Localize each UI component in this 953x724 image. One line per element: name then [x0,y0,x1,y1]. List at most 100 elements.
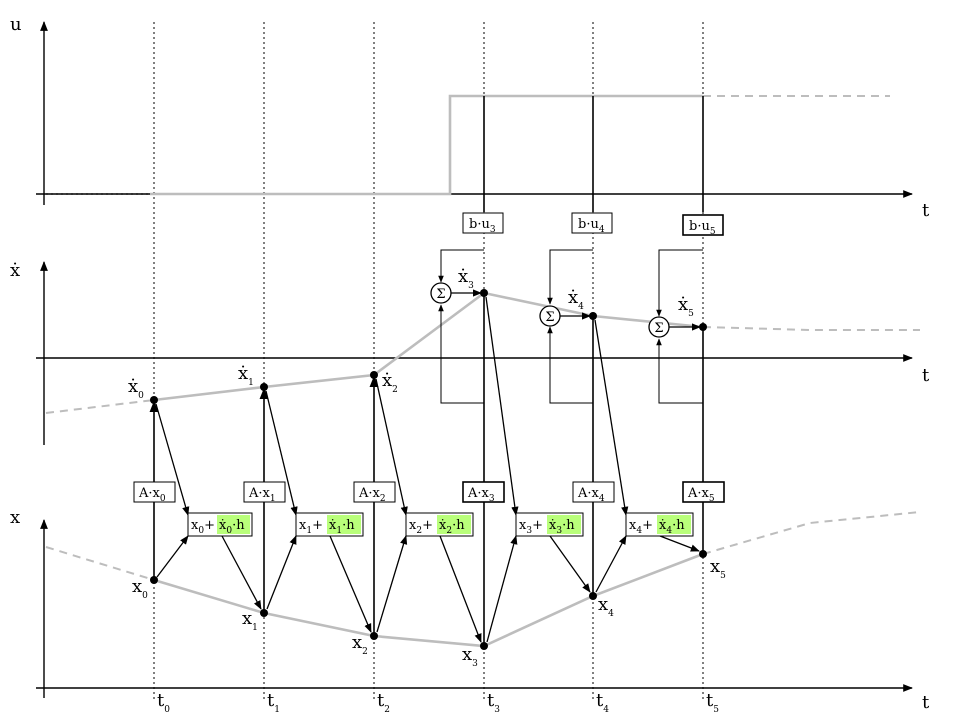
update-box-4: x4+ẋ4·h [625,512,694,537]
x-trajectory [45,511,921,648]
ax-box-4: A·x4 [572,481,615,504]
x-point-1 [260,609,268,617]
xdot-points [150,289,707,404]
xdot-axis-label: ẋ [10,260,20,281]
x-label-4: x4 [598,594,614,619]
x-label-3: x3 [462,644,478,669]
flow-x0-update [156,535,189,578]
svg-text:x4+ẋ4·h: x4+ẋ4·h [629,518,685,536]
xdot-label-5: ẋ5 [678,294,694,319]
feedback-ax5 [656,338,703,404]
svg-text:x3+ẋ3·h: x3+ẋ3·h [519,518,575,536]
x-trajectory-start [45,546,155,581]
xdot-trajectory-start [45,399,155,414]
flow-update3-x4 [549,535,591,593]
ax-box-1: A·x1 [243,481,286,504]
x-point-0 [150,576,158,584]
update-box-3: x3+ẋ3·h [515,512,584,537]
ax-box-3: A·x3 [462,481,505,504]
tick-t4: t4 [596,690,609,715]
x-time-label: t [922,692,930,713]
svg-text:b·u3: b·u3 [469,217,496,235]
xdot-label-1: ẋ1 [238,363,254,388]
flow-xdot4-update [594,319,629,516]
xdot-time-label: t [922,365,930,386]
tick-t3: t3 [487,690,500,715]
x-label-1: x1 [242,608,258,633]
feedback-bu5 [656,249,703,317]
xdot-trajectory-line [153,291,704,402]
xdot-label-4: ẋ4 [568,287,584,312]
flow-arrows [155,296,700,643]
xdot-point-labels: ẋ0 ẋ1 ẋ2 ẋ3 ẋ4 ẋ5 [128,266,694,401]
x-point-labels: x0 x1 x2 x3 x4 x5 [132,556,726,669]
svg-text:A·x5: A·x5 [687,486,715,504]
sum-feedback [438,249,703,404]
xdot-point-5 [699,323,707,331]
ax-boxes: A·x0 A·x1 A·x2 A·x3 A·x4 A·x5 [133,481,725,504]
u-time-label: t [922,200,930,221]
feedback-bu3 [438,249,484,283]
x-label-5: x5 [710,556,726,581]
x-point-4 [589,592,597,600]
flow-xdot0-update [155,403,190,516]
x-point-2 [370,632,378,640]
x-trajectory-continuation [702,511,921,555]
ax-box-5: A·x5 [682,481,725,504]
svg-text:A·x3: A·x3 [467,486,495,504]
xdot-point-0 [150,396,158,404]
xdot-label-0: ẋ0 [128,376,144,401]
x-point-5 [699,550,707,558]
flow-x1-update [266,535,297,610]
x-point-3 [480,642,488,650]
svg-text:x1+ẋ1·h: x1+ẋ1·h [299,518,355,536]
flow-x2-update [376,535,408,633]
update-box-2: x2+ẋ2·h [405,512,474,537]
ax-connectors [149,296,704,644]
svg-text:A·x1: A·x1 [248,486,276,504]
x-label-2: x2 [352,632,368,657]
sum-junctions: Σ Σ Σ [430,282,670,338]
ax-box-2: A·x2 [353,481,396,504]
axes [36,21,913,698]
svg-text:b·u4: b·u4 [578,217,605,235]
update-boxes: x0+ẋ0·h x1+ẋ1·h x2+ẋ2·h x3+ẋ3·h x4+ẋ4·h [187,512,694,537]
feedback-ax4 [547,326,593,404]
x-axis-label: x [10,507,20,528]
xdot-point-1 [260,383,268,391]
ax-box-0: A·x0 [133,481,176,504]
xdot-point-3 [480,289,488,297]
tick-t5: t5 [706,690,719,715]
flow-update0-x1 [221,535,262,610]
flow-xdot2-update [375,378,408,516]
xdot-label-3: ẋ3 [458,266,474,291]
bu-box-4: b·u4 [571,212,613,235]
input-signal [46,94,890,212]
sum-junction-4: Σ [539,305,561,327]
tick-t2: t2 [377,690,390,715]
svg-text:A·x0: A·x0 [138,486,166,504]
flow-x4-update [595,535,627,593]
flow-x3-update [486,535,518,643]
svg-text:A·x2: A·x2 [358,486,386,504]
svg-text:Σ: Σ [545,310,554,325]
time-tick-labels: t0 t1 t2 t3 t4 t5 [157,690,719,715]
flow-update2-x3 [439,535,482,643]
sum-junction-3: Σ [430,282,452,304]
sum-junction-5: Σ [648,316,670,338]
update-box-1: x1+ẋ1·h [295,512,364,537]
svg-text:A·x4: A·x4 [577,486,605,504]
bu-boxes: b·u3 b·u4 b·u5 [462,212,724,237]
xdot-point-2 [370,371,378,379]
xdot-trajectory [45,291,920,414]
tick-t1: t1 [267,690,280,715]
svg-text:b·u5: b·u5 [689,219,716,237]
update-box-0: x0+ẋ0·h [187,512,253,537]
flow-update4-x5 [659,535,700,552]
xdot-label-2: ẋ2 [382,370,398,395]
flow-update1-x2 [329,535,372,633]
bu-box-3: b·u3 [462,212,504,235]
u-axis-label: u [10,14,22,35]
